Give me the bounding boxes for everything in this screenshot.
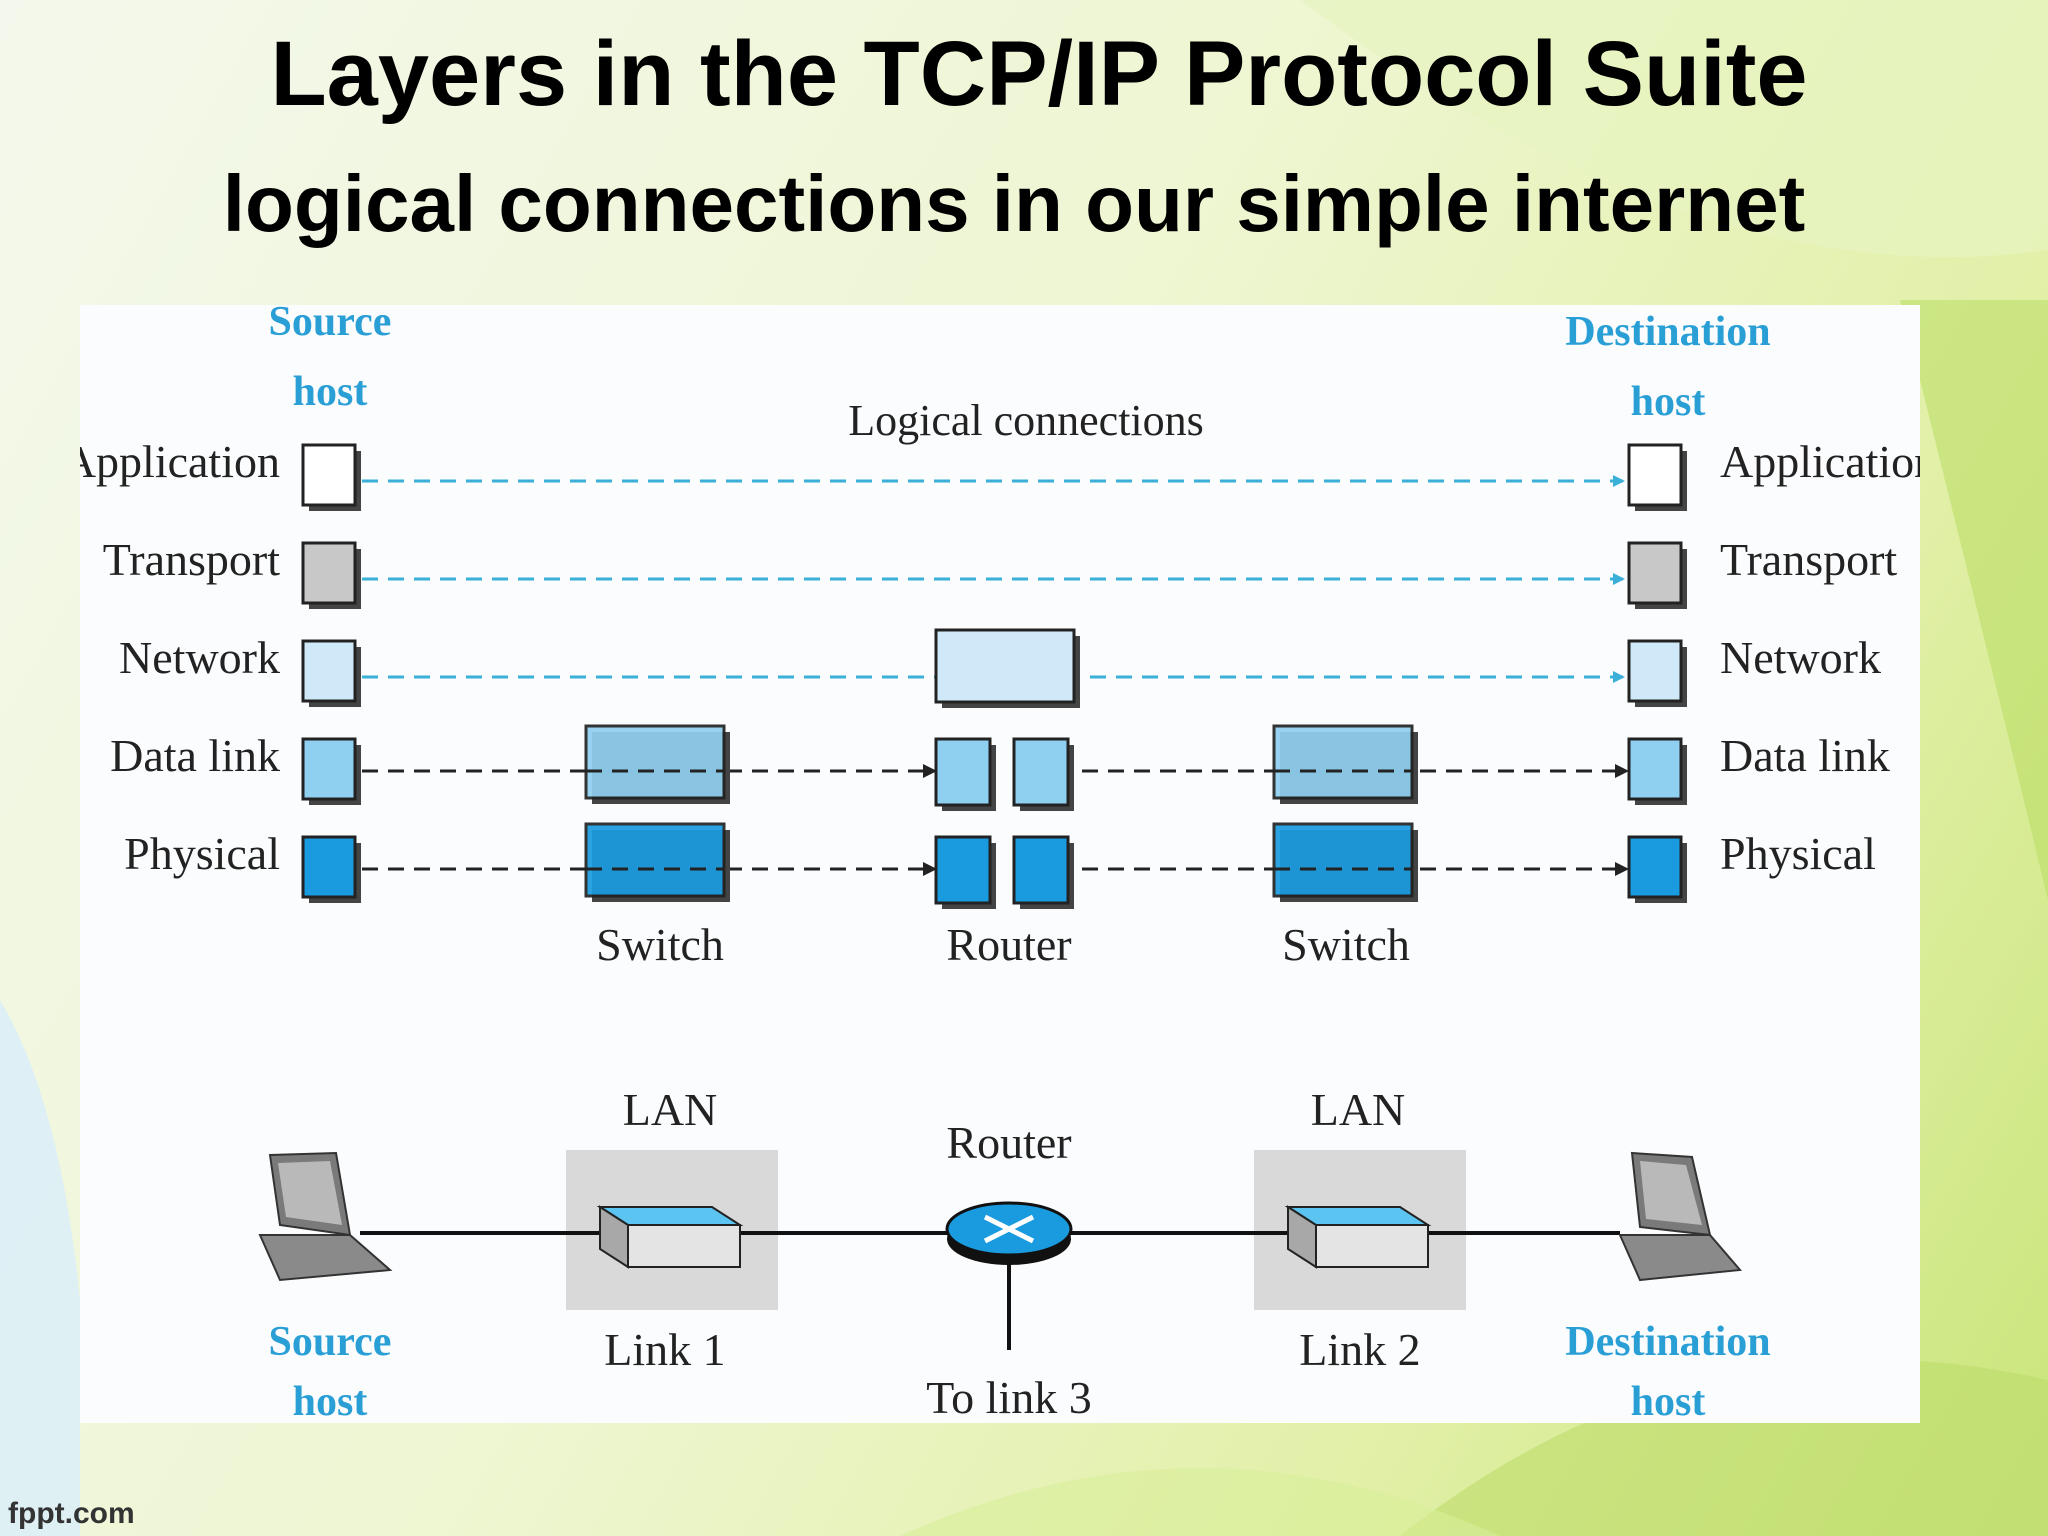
switch-label-right: Switch: [1282, 919, 1410, 970]
bottom-destination-host-2: host: [1631, 1379, 1706, 1423]
layer-label-network-left: Network: [119, 632, 280, 683]
logical-connections-label: Logical connections: [848, 396, 1204, 445]
layer-label-physical-left: Physical: [124, 828, 280, 879]
left-switch-stack: [584, 724, 730, 902]
source-host-heading-2: host: [293, 369, 368, 415]
link2-label: Link 2: [1299, 1324, 1420, 1375]
bottom-source-host-1: Source: [269, 1319, 392, 1365]
router-icon: [945, 1201, 1073, 1265]
switch-icon: [596, 1205, 744, 1269]
slide-subtitle: logical connections in our simple intern…: [222, 159, 1806, 248]
diagram-panel: Source host Destination host Logical con…: [63, 299, 1937, 1425]
layer-label-transport-left: Transport: [103, 534, 280, 585]
router-network-box: [934, 628, 1080, 708]
layer-label-datalink-right: Data link: [1720, 730, 1890, 781]
router-topology-label: Router: [946, 1117, 1071, 1168]
link1-label: Link 1: [604, 1324, 725, 1375]
to-link3-label: To link 3: [926, 1372, 1091, 1423]
layer-label-application-right: Application: [1720, 436, 1920, 487]
switch-icon: [1284, 1205, 1432, 1269]
destination-host-heading-2: host: [1631, 379, 1706, 425]
lan-left-label: LAN: [623, 1084, 718, 1135]
layer-label-network-right: Network: [1720, 632, 1881, 683]
slide-title: Layers in the TCP/IP Protocol Suite: [270, 23, 1808, 125]
source-host-heading-1: Source: [269, 305, 392, 345]
layer-label-datalink-left: Data link: [110, 730, 280, 781]
layer-label-application-left: Application: [80, 436, 280, 487]
layer-label-transport-right: Transport: [1720, 534, 1897, 585]
right-switch-stack: [1272, 724, 1418, 902]
switch-label-left: Switch: [596, 919, 724, 970]
router-lower-boxes: [934, 737, 1074, 909]
laptop-icon: [1618, 1151, 1743, 1282]
router-label: Router: [946, 919, 1071, 970]
bottom-source-host-2: host: [293, 1379, 368, 1423]
footer-brand: fppt.com: [8, 1497, 135, 1530]
lan-right-label: LAN: [1311, 1084, 1406, 1135]
destination-host-stack: [1627, 443, 1687, 903]
source-host-stack: [301, 443, 361, 903]
tcpip-diagram: Source host Destination host Logical con…: [63, 299, 1937, 1425]
layer-label-physical-right: Physical: [1720, 828, 1876, 879]
laptop-icon: [258, 1151, 393, 1282]
bottom-destination-host-1: Destination: [1565, 1319, 1770, 1365]
destination-host-heading-1: Destination: [1565, 309, 1770, 355]
